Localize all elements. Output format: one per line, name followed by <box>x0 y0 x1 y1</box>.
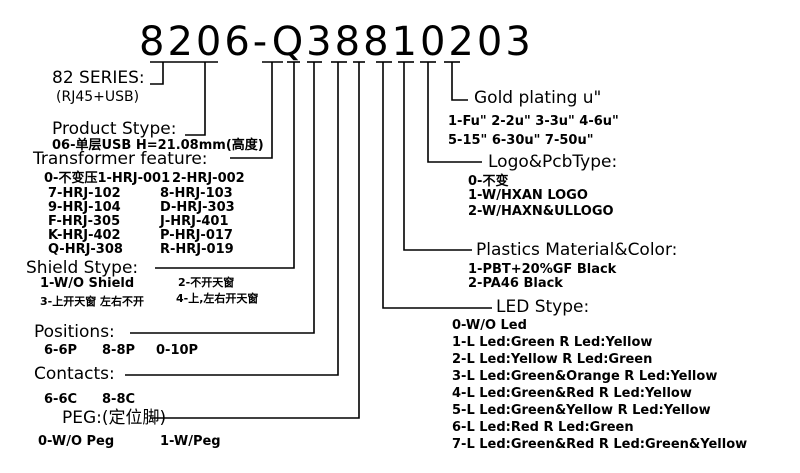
positions-item: 8-8P <box>102 343 136 358</box>
transformer-item: 7-HRJ-102 <box>48 186 121 201</box>
series-sub: (RJ45+USB) <box>56 89 140 105</box>
leader-gold <box>451 62 468 101</box>
positions-item: 0-10P <box>156 343 199 358</box>
leader-logo <box>427 62 482 163</box>
led-item: 0-W/O Led <box>452 318 527 333</box>
transformer-item: K-HRJ-402 <box>48 228 121 243</box>
led-item: 7-L Led:Green&Red R Led:Green&Yellow <box>452 437 748 452</box>
led-item: 4-L Led:Green&Red R Led:Yellow <box>452 386 692 401</box>
transformer-item: F-HRJ-305 <box>48 214 121 229</box>
transformer-item: 2-HRJ-002 <box>172 171 245 186</box>
transformer-item: 0-不变压1-HRJ-001 <box>44 171 171 186</box>
transformer-item: Q-HRJ-308 <box>48 242 123 257</box>
led-item: 3-L Led:Green&Orange R Led:Yellow <box>452 369 718 384</box>
plastics-item: 2-PA46 Black <box>468 276 563 291</box>
gold-plating-label: Gold plating u" <box>474 88 602 108</box>
plastics-item: 1-PBT+20%GF Black <box>468 262 617 277</box>
logo-pcb-label: Logo&PcbType: <box>488 152 618 172</box>
transformer-item: 8-HRJ-103 <box>160 186 233 201</box>
peg-item: 1-W/Peg <box>160 434 221 449</box>
peg-item: 0-W/O Peg <box>38 434 115 449</box>
leader-shield <box>155 62 295 269</box>
leader-transformer <box>230 62 273 159</box>
transformer-item: R-HRJ-019 <box>160 242 234 257</box>
positions-label: Positions: <box>34 322 115 342</box>
transformer-item: D-HRJ-303 <box>160 200 235 215</box>
led-item: 1-L Led:Green R Led:Yellow <box>452 335 653 350</box>
logo-pcb-item: 0-不变 <box>468 174 509 189</box>
positions-item: 6-6P <box>44 343 78 358</box>
leader-plastics <box>403 62 472 251</box>
peg-label: PEG:(定位脚) <box>62 408 167 428</box>
transformer-feature-label: Transformer feature: <box>33 149 208 169</box>
transformer-item: J-HRJ-401 <box>160 214 229 229</box>
leader-series <box>150 62 164 85</box>
logo-pcb-item: 1-W/HXAN LOGO <box>468 188 588 203</box>
plastics-label: Plastics Material&Color: <box>476 240 678 260</box>
led-stype-label: LED Stype: <box>496 297 590 317</box>
logo-pcb-item: 2-W/HAXN&ULLOGO <box>468 204 614 219</box>
led-item: 6-L Led:Red R Led:Green <box>452 420 634 435</box>
series-label: 82 SERIES: <box>52 68 145 88</box>
transformer-item: P-HRJ-017 <box>160 228 233 243</box>
leader-positions <box>130 62 315 334</box>
gold-plating-item: 1-Fu" 2-2u" 3-3u" 4-6u" <box>448 114 619 129</box>
led-item: 2-L Led:Yellow R Led:Green <box>452 352 653 367</box>
shield-item: 4-上,左右开天窗 <box>176 292 259 305</box>
transformer-item: 9-HRJ-104 <box>48 200 121 215</box>
shield-item: 2-不开天窗 <box>178 276 235 289</box>
gold-plating-item: 5-15" 6-30u" 7-50u" <box>448 133 594 148</box>
leader-contacts <box>125 62 339 376</box>
contacts-item: 8-8C <box>102 392 136 407</box>
leader-led <box>382 62 492 309</box>
shield-stype-label: Shield Stype: <box>26 258 139 278</box>
leader-peg <box>150 62 360 419</box>
contacts-label: Contacts: <box>34 364 115 384</box>
product-stype-item: 06-单层USB H=21.08mm(高度) <box>52 138 264 153</box>
part-number: 8206-Q38810203 <box>139 19 534 65</box>
contacts-item: 6-6C <box>44 392 78 407</box>
led-item: 5-L Led:Green&Yellow R Led:Yellow <box>452 403 711 418</box>
shield-item: 3-上开天窗 左右不开 <box>40 295 145 308</box>
leader-product <box>185 62 206 136</box>
product-stype-label: Product Stype: <box>52 119 177 139</box>
shield-item: 1-W/O Shield <box>40 276 135 291</box>
